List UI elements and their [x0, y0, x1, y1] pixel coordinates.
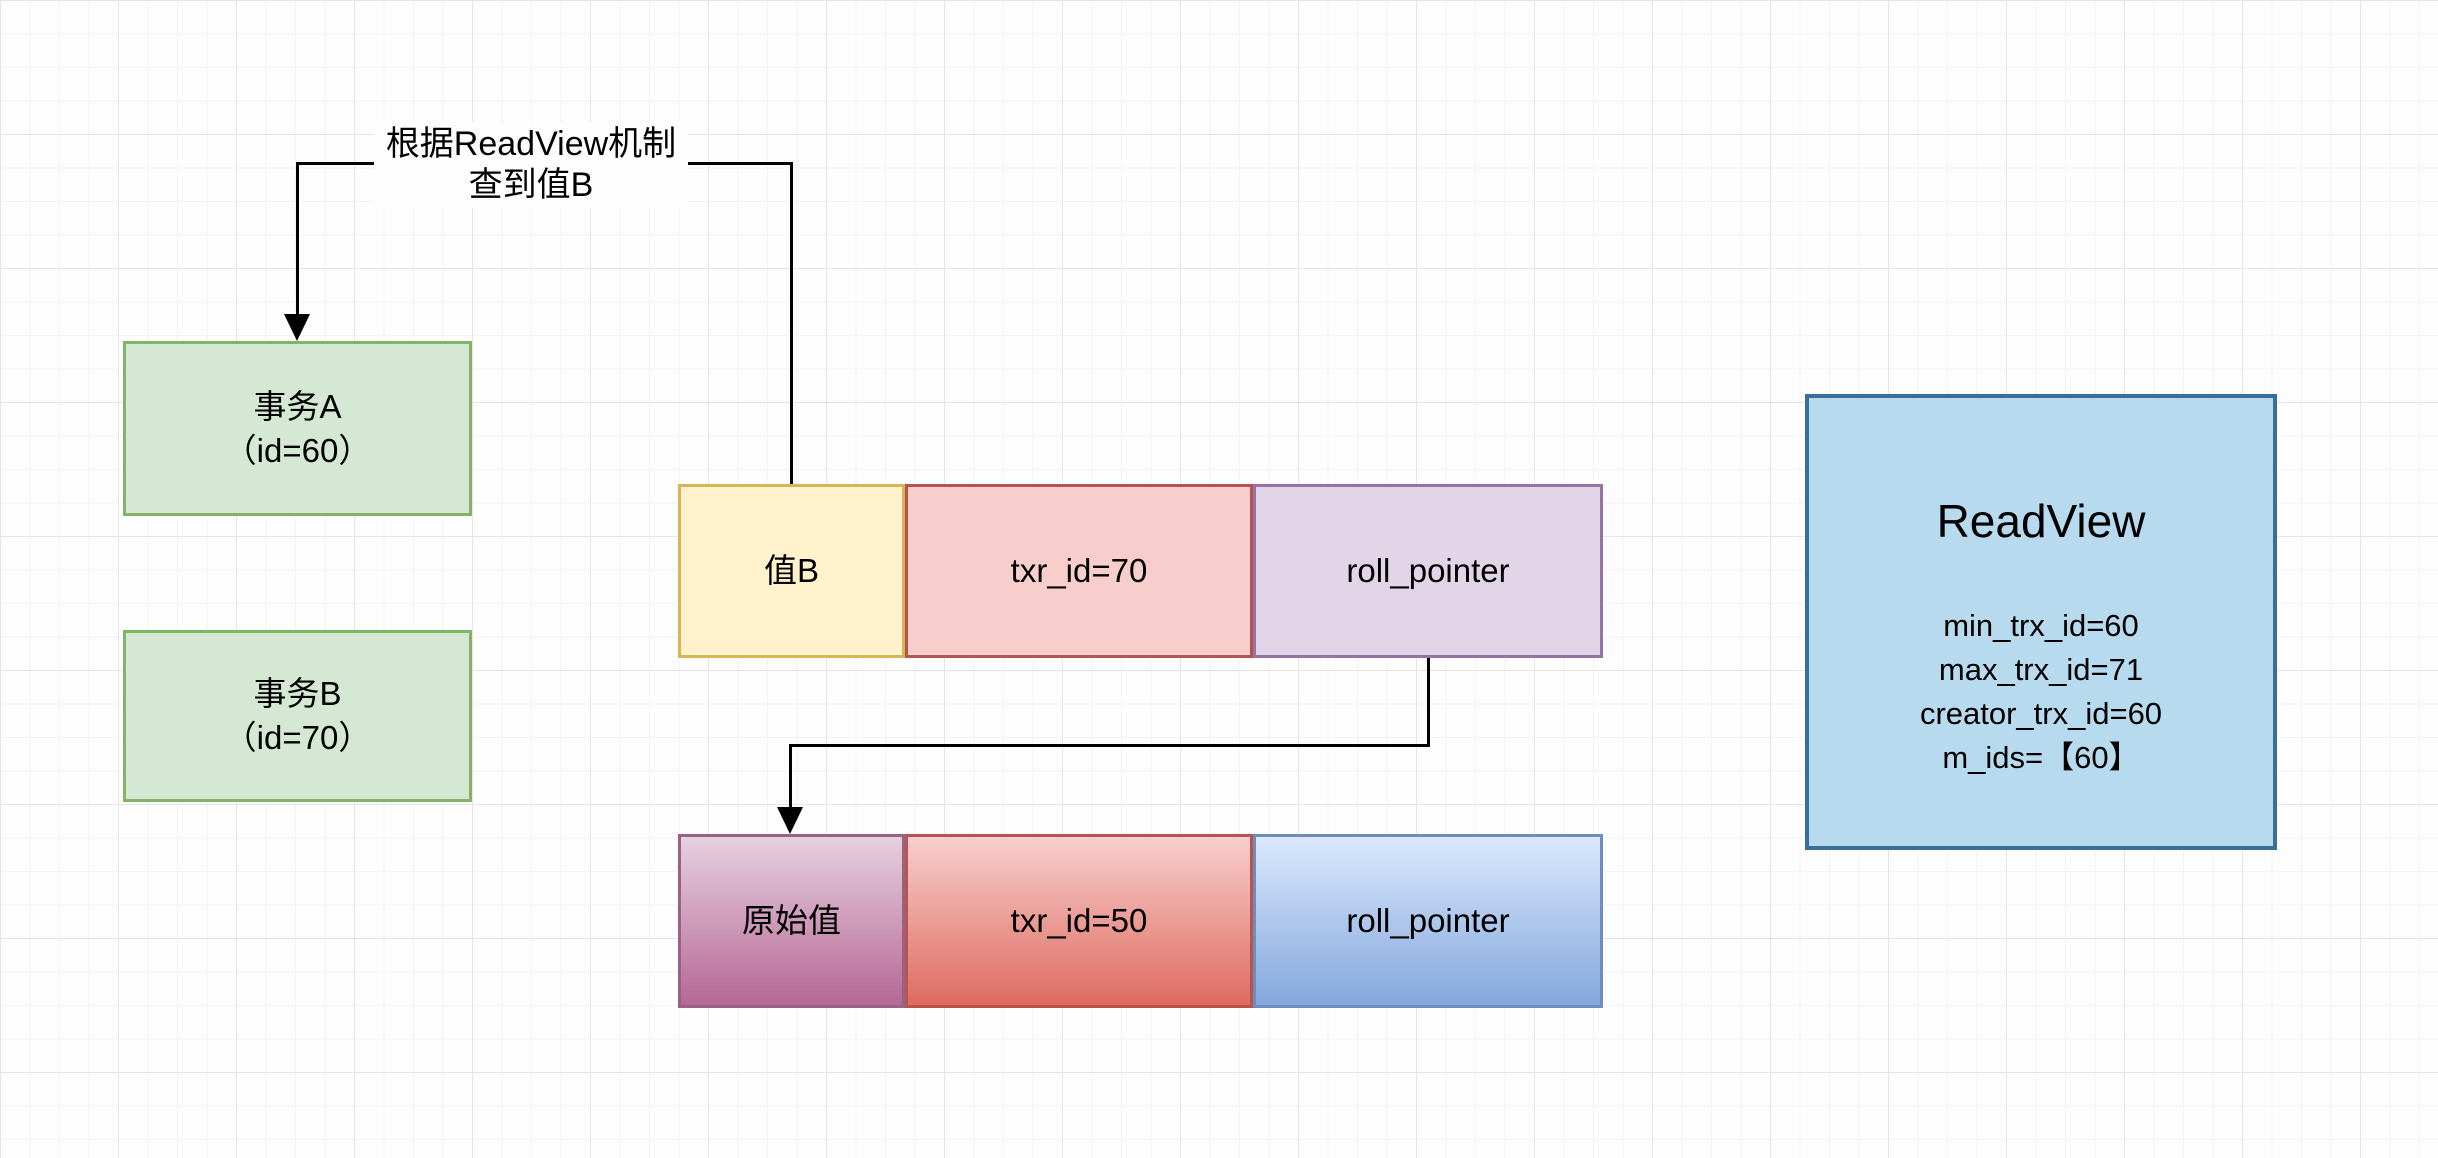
edge-rollpointer-down-segment	[1427, 656, 1430, 747]
node-undo-roll-pointer: roll_pointer	[1253, 834, 1603, 1008]
undo-roll-pointer-label: roll_pointer	[1346, 902, 1510, 939]
arrowhead-into-undo-row	[777, 807, 803, 834]
node-transaction-a: 事务A （id=60）	[123, 341, 472, 516]
node-current-value: 值B	[678, 484, 905, 658]
edge-rollpointer-left-vertical-segment	[789, 744, 792, 810]
edge-rollpointer-horizontal-segment	[789, 744, 1430, 747]
undo-trx-id-label: txr_id=50	[1010, 902, 1148, 939]
readview-title: ReadView	[1936, 495, 2146, 547]
node-undo-trx-id: txr_id=50	[905, 834, 1253, 1008]
original-value-label: 原始值	[742, 902, 841, 939]
edge-label-line1: 根据ReadView机制	[385, 125, 677, 163]
arrowhead-into-transaction-a	[284, 314, 310, 341]
transaction-a-title: 事务A	[253, 387, 342, 425]
node-readview: ReadView min_trx_id=60 max_trx_id=71 cre…	[1805, 394, 2277, 850]
readview-field-min-trx-id: min_trx_id=60	[1943, 608, 2139, 643]
readview-fields: min_trx_id=60 max_trx_id=71 creator_trx_…	[1920, 604, 2162, 780]
transaction-b-id: （id=70）	[223, 719, 372, 756]
readview-field-creator-trx-id: creator_trx_id=60	[1919, 696, 2163, 731]
edge-label-readview-mechanism: 根据ReadView机制 查到值B	[374, 122, 688, 208]
node-original-value: 原始值	[678, 834, 905, 1008]
transaction-a-id: （id=60）	[223, 431, 372, 469]
current-trx-id-label: txr_id=70	[1010, 552, 1148, 589]
current-roll-pointer-label: roll_pointer	[1346, 552, 1510, 589]
edge-annotation-left-vertical-segment	[296, 162, 299, 317]
node-current-roll-pointer: roll_pointer	[1253, 484, 1603, 658]
edge-label-line2: 查到值B	[468, 166, 594, 204]
current-value-label: 值B	[763, 552, 819, 589]
node-current-trx-id: txr_id=70	[905, 484, 1253, 658]
edge-annotation-right-vertical-segment	[790, 162, 793, 487]
readview-field-max-trx-id: max_trx_id=71	[1938, 652, 2144, 687]
node-transaction-b: 事务B （id=70）	[123, 630, 472, 802]
transaction-b-title: 事务B	[253, 675, 342, 712]
readview-field-m-ids: m_ids=【60】	[1942, 740, 2140, 775]
